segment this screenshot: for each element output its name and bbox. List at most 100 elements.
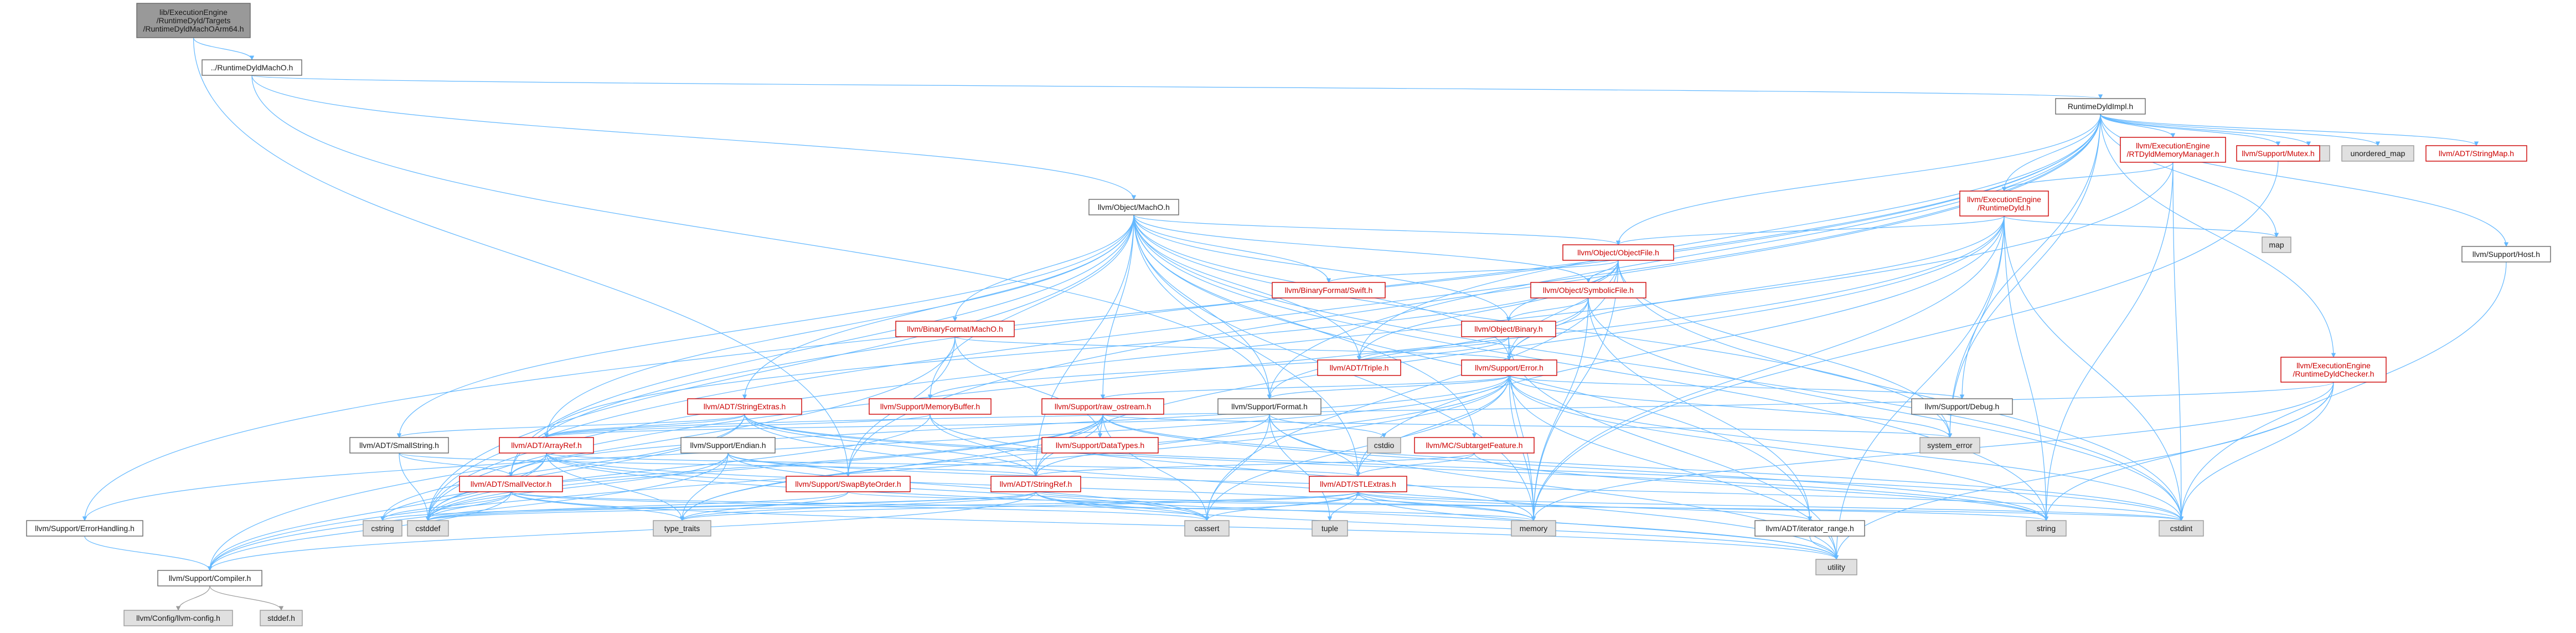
dependency-edge-rdimpl-to-debug <box>1959 114 2101 399</box>
node-label: llvm/Support/DataTypes.h <box>1056 441 1144 450</box>
node-box <box>2159 520 2204 537</box>
node-label: ../RuntimeDyldMachO.h <box>211 63 293 72</box>
dependency-edge-rawos-to-string <box>1102 414 2049 521</box>
node-label: cassert <box>1194 524 1219 533</box>
node-stlextras[interactable]: llvm/ADT/STLExtras.h <box>1309 476 1407 492</box>
dependency-edge-root-to-rdmacho <box>193 37 255 60</box>
node-arrayref[interactable]: llvm/ADT/ArrayRef.h <box>499 437 594 454</box>
node-box <box>2262 236 2291 253</box>
node-box <box>2026 520 2067 537</box>
node-strref[interactable]: llvm/ADT/StringRef.h <box>990 476 1081 492</box>
node-label: llvm/ExecutionEngine <box>2296 361 2371 370</box>
dependency-edge-rtdyld-to-string <box>2004 215 2049 521</box>
node-compiler: llvm/Support/Compiler.h <box>157 570 262 586</box>
node-mutex[interactable]: llvm/Support/Mutex.h <box>2236 145 2320 162</box>
node-objfile[interactable]: llvm/Object/ObjectFile.h <box>1562 244 1674 261</box>
dependency-edge-rdimpl-to-swapbyte <box>845 114 2101 477</box>
dependency-edge-rtdyld-to-utility <box>1834 215 2005 560</box>
node-label: llvm/Support/Host.h <box>2472 250 2540 259</box>
dependency-edge-strref-to-string <box>1035 491 2048 521</box>
node-box <box>2425 145 2527 162</box>
dependency-edge-objmacho-to-smallvec <box>508 214 1134 477</box>
node-label: llvm/BinaryFormat/Swift.h <box>1285 286 1373 295</box>
dependency-edge-strref-to-compiler <box>207 491 1036 571</box>
node-rdmacho: ../RuntimeDyldMachO.h <box>202 59 302 76</box>
node-box <box>895 321 1015 337</box>
node-umap: unordered_map <box>2341 145 2414 162</box>
node-strmap[interactable]: llvm/ADT/StringMap.h <box>2425 145 2527 162</box>
node-box <box>2120 137 2226 163</box>
node-swapbyte[interactable]: llvm/Support/SwapByteOrder.h <box>786 476 911 492</box>
node-subtarget[interactable]: llvm/MC/SubtargetFeature.h <box>1414 437 1535 454</box>
node-box <box>1919 437 1980 454</box>
dependency-edge-strext-to-cstdint <box>744 414 2183 521</box>
dependency-edge-format-to-cstdio <box>1269 414 1387 438</box>
node-label: llvm/Support/ErrorHandling.h <box>35 524 135 533</box>
node-itrange: llvm/ADT/iterator_range.h <box>1754 520 1865 537</box>
node-smallvec[interactable]: llvm/ADT/SmallVector.h <box>459 476 563 492</box>
node-rtdyld[interactable]: llvm/ExecutionEngine/RuntimeDyld.h <box>1959 191 2049 217</box>
node-box <box>2341 145 2414 162</box>
node-label: cstdio <box>1374 441 1395 450</box>
node-label: RuntimeDyldImpl.h <box>2068 102 2133 111</box>
node-map: map <box>2262 236 2291 253</box>
node-swift[interactable]: llvm/BinaryFormat/Swift.h <box>1272 282 1386 299</box>
node-rdimpl: RuntimeDyldImpl.h <box>2055 98 2146 115</box>
node-debug: llvm/Support/Debug.h <box>1911 398 2013 415</box>
node-checker[interactable]: llvm/ExecutionEngine/RuntimeDyldChecker.… <box>2280 357 2387 383</box>
dependency-edge-swapbyte-to-typetraits <box>679 491 849 521</box>
dependency-edge-stlextras-to-memory <box>1357 491 1536 521</box>
node-box <box>990 476 1081 492</box>
node-error[interactable]: llvm/Support/Error.h <box>1461 359 1557 376</box>
node-box <box>202 59 302 76</box>
dependency-edge-endian-to-cstddef <box>425 452 729 521</box>
node-label: /RuntimeDyldChecker.h <box>2293 369 2374 378</box>
dependency-edge-strref-to-typetraits <box>679 491 1036 521</box>
dependency-edge-binary-to-membuf <box>927 336 1509 399</box>
node-box <box>687 398 802 415</box>
dependency-edge-objmacho-to-rawos <box>1100 214 1134 399</box>
node-label: llvm/ADT/SmallString.h <box>359 441 439 450</box>
node-box <box>1511 520 1556 537</box>
dependency-edge-rtdyldmm-to-cstddef <box>425 162 2174 521</box>
dependency-edge-error-to-debug <box>1509 375 1964 399</box>
node-label: memory <box>1520 524 1548 533</box>
dependency-edge-rawos-to-typetraits <box>679 414 1103 521</box>
dependency-edge-rdimpl-to-rtdyldmm <box>2100 114 2176 138</box>
dependency-edge-smallvec-to-memory <box>510 491 1536 521</box>
node-label: cstddef <box>415 524 440 533</box>
dependency-edge-rdimpl-to-map <box>2100 114 2279 238</box>
dependency-edge-membuf-to-cstddef <box>425 414 931 521</box>
node-errhandling: llvm/Support/ErrorHandling.h <box>26 520 143 537</box>
dependency-edge-smallvec-to-cstddef <box>425 491 512 521</box>
node-binary[interactable]: llvm/Object/Binary.h <box>1461 321 1556 337</box>
node-box <box>2280 357 2387 383</box>
node-symfile[interactable]: llvm/Object/SymbolicFile.h <box>1530 282 1646 299</box>
node-rawos[interactable]: llvm/Support/raw_ostream.h <box>1041 398 1164 415</box>
dependency-edge-bfmacho-to-error <box>954 336 1511 361</box>
node-box <box>136 3 251 38</box>
dependency-edge-objmacho-to-bfmacho <box>952 214 1134 322</box>
node-datatypes[interactable]: llvm/Support/DataTypes.h <box>1041 437 1159 454</box>
dependency-edge-arrayref-to-typetraits <box>546 452 685 521</box>
node-label: /RuntimeDyldMachOArm64.h <box>143 24 244 33</box>
dependency-edge-bfmacho-to-compiler <box>207 336 956 571</box>
node-label: llvm/ADT/ArrayRef.h <box>511 441 582 450</box>
dependency-edge-error-to-compiler <box>207 375 1510 571</box>
dependency-edge-strref-to-cassert <box>1035 491 1210 521</box>
node-membuf[interactable]: llvm/Support/MemoryBuffer.h <box>869 398 992 415</box>
node-rtdyldmm[interactable]: llvm/ExecutionEngine/RTDyldMemoryManager… <box>2120 137 2226 163</box>
node-tuple: tuple <box>1312 520 1348 537</box>
node-triple[interactable]: llvm/ADT/Triple.h <box>1317 359 1401 376</box>
node-strext[interactable]: llvm/ADT/StringExtras.h <box>687 398 802 415</box>
node-label: llvm/Support/raw_ostream.h <box>1055 402 1151 411</box>
node-box <box>1317 359 1401 376</box>
dependency-edge-subtarget-to-strref <box>1034 452 1475 477</box>
node-bfmacho[interactable]: llvm/BinaryFormat/MachO.h <box>895 321 1015 337</box>
dependency-edge-checker-to-utility <box>1834 382 2334 560</box>
node-box <box>1184 520 1230 537</box>
dependency-edge-objfile-to-cassert <box>1204 260 1619 521</box>
dependency-edge-endian-to-compiler <box>207 452 729 571</box>
dependency-edge-strref-to-utility <box>1035 491 1839 560</box>
dependency-edge-rtdyldmm-to-cstdint <box>2172 162 2184 521</box>
